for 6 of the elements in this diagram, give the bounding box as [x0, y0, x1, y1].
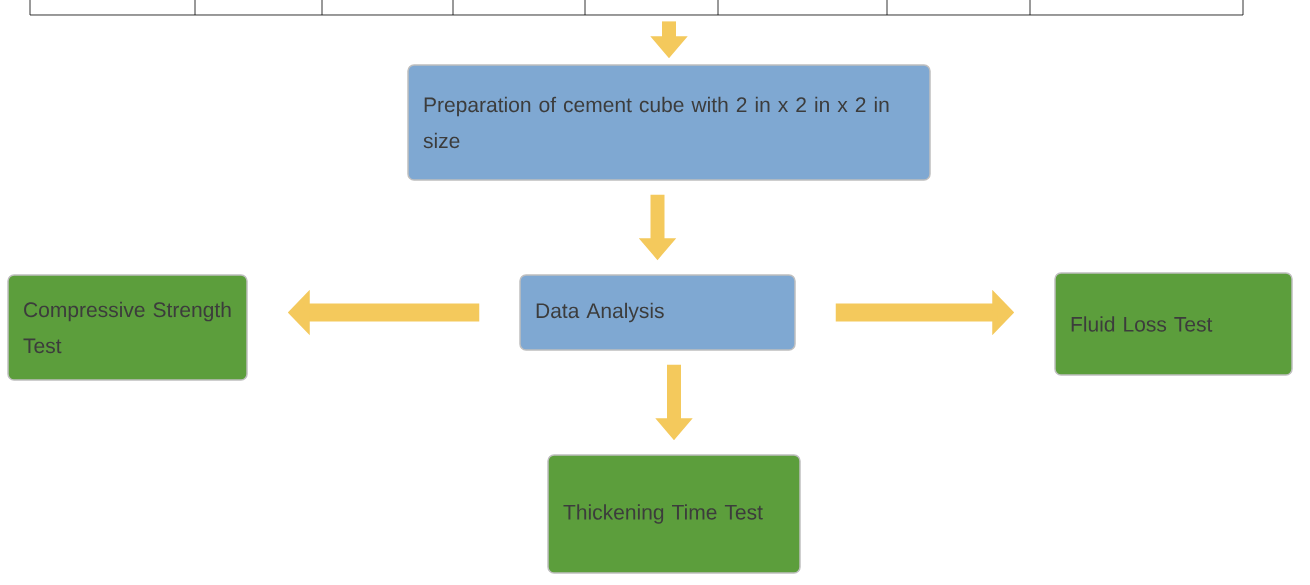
process-box: Data Analysis	[519, 274, 796, 351]
process-box: Preparation of cement cube with 2 in x 2 in x 2 in size	[407, 64, 931, 181]
table	[29, 0, 1244, 16]
test-box: Thickening Time Test	[547, 454, 801, 574]
test-box: Fluid Loss Test	[1054, 272, 1293, 376]
test-box: Compressive Strength Test	[7, 274, 248, 381]
